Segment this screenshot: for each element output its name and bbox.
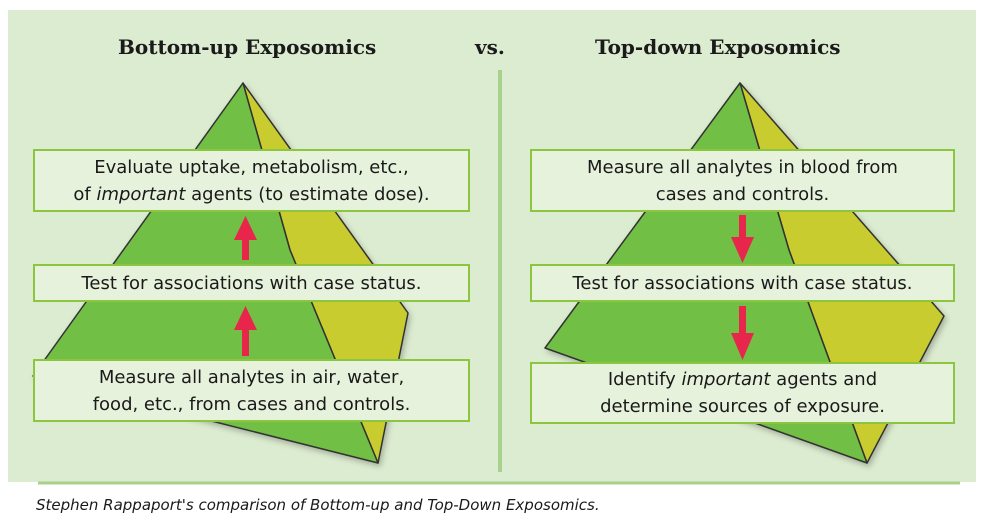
right-box-top-line1: Measure all analytes in blood from: [587, 156, 898, 178]
left-title: Bottom-up Exposomics: [118, 35, 377, 59]
left-arrow-lower: [234, 306, 257, 356]
right-box-bottom-line1: Identify important agents and: [600, 366, 885, 393]
left-box-top-line2: of important agents (to estimate dose).: [73, 181, 429, 208]
figure-caption: Stephen Rappaport's comparison of Bottom…: [36, 496, 600, 514]
text-fragment: Identify: [607, 369, 682, 390]
right-box-test-associations: Test for associations with case status.: [530, 264, 955, 302]
text-fragment: agents (to estimate dose).: [185, 183, 430, 205]
text-fragment: of: [73, 183, 97, 205]
right-box-middle-text: Test for associations with case status.: [572, 272, 913, 294]
text-fragment: agents and: [770, 369, 878, 390]
left-arrow-upper: [234, 216, 257, 260]
right-box-identify-agents: Identify important agents and determine …: [530, 362, 955, 424]
left-box-bottom-line1: Measure all analytes in air, water,: [98, 366, 405, 388]
left-box-bottom-line2: food, etc., from cases and controls.: [92, 393, 411, 415]
vs-label: vs.: [475, 35, 505, 59]
right-box-top-line2: cases and controls.: [655, 183, 830, 205]
right-box-measure-blood: Measure all analytes in blood from cases…: [530, 149, 955, 212]
emphasis-text: important: [96, 183, 186, 205]
right-box-bottom-line2: determine sources of exposure.: [600, 396, 885, 417]
left-box-measure-analytes: Measure all analytes in air, water, food…: [33, 359, 470, 422]
left-box-evaluate-uptake: Evaluate uptake, metabolism, etc., of im…: [33, 149, 470, 212]
right-arrow-lower: [731, 306, 754, 360]
left-box-middle-text: Test for associations with case status.: [81, 272, 422, 294]
left-box-top-line1: Evaluate uptake, metabolism, etc.,: [94, 156, 409, 178]
left-box-test-associations: Test for associations with case status.: [33, 264, 470, 302]
right-arrow-upper: [731, 215, 754, 263]
right-title: Top-down Exposomics: [595, 35, 841, 59]
emphasis-text: important: [681, 369, 771, 390]
